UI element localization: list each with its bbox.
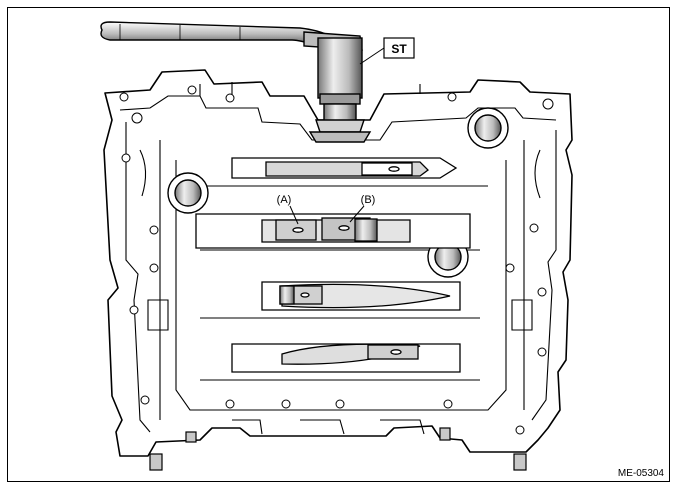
main-bearing-2 [195,213,471,249]
label-b: (B) [361,194,376,206]
callout-a: (A) [277,194,299,225]
callout-b: (B) [349,194,376,223]
st-label: ST [391,42,407,56]
main-bearing-1 [231,157,458,179]
special-tool-st [308,37,372,143]
mount-bolts [149,427,527,471]
figure-code: ME-05304 [618,468,665,479]
st-callout: ST [359,37,415,65]
main-bearing-4 [231,343,461,373]
block-webbing [119,82,557,435]
main-bearing-3 [261,281,461,311]
label-a: (A) [277,194,292,206]
